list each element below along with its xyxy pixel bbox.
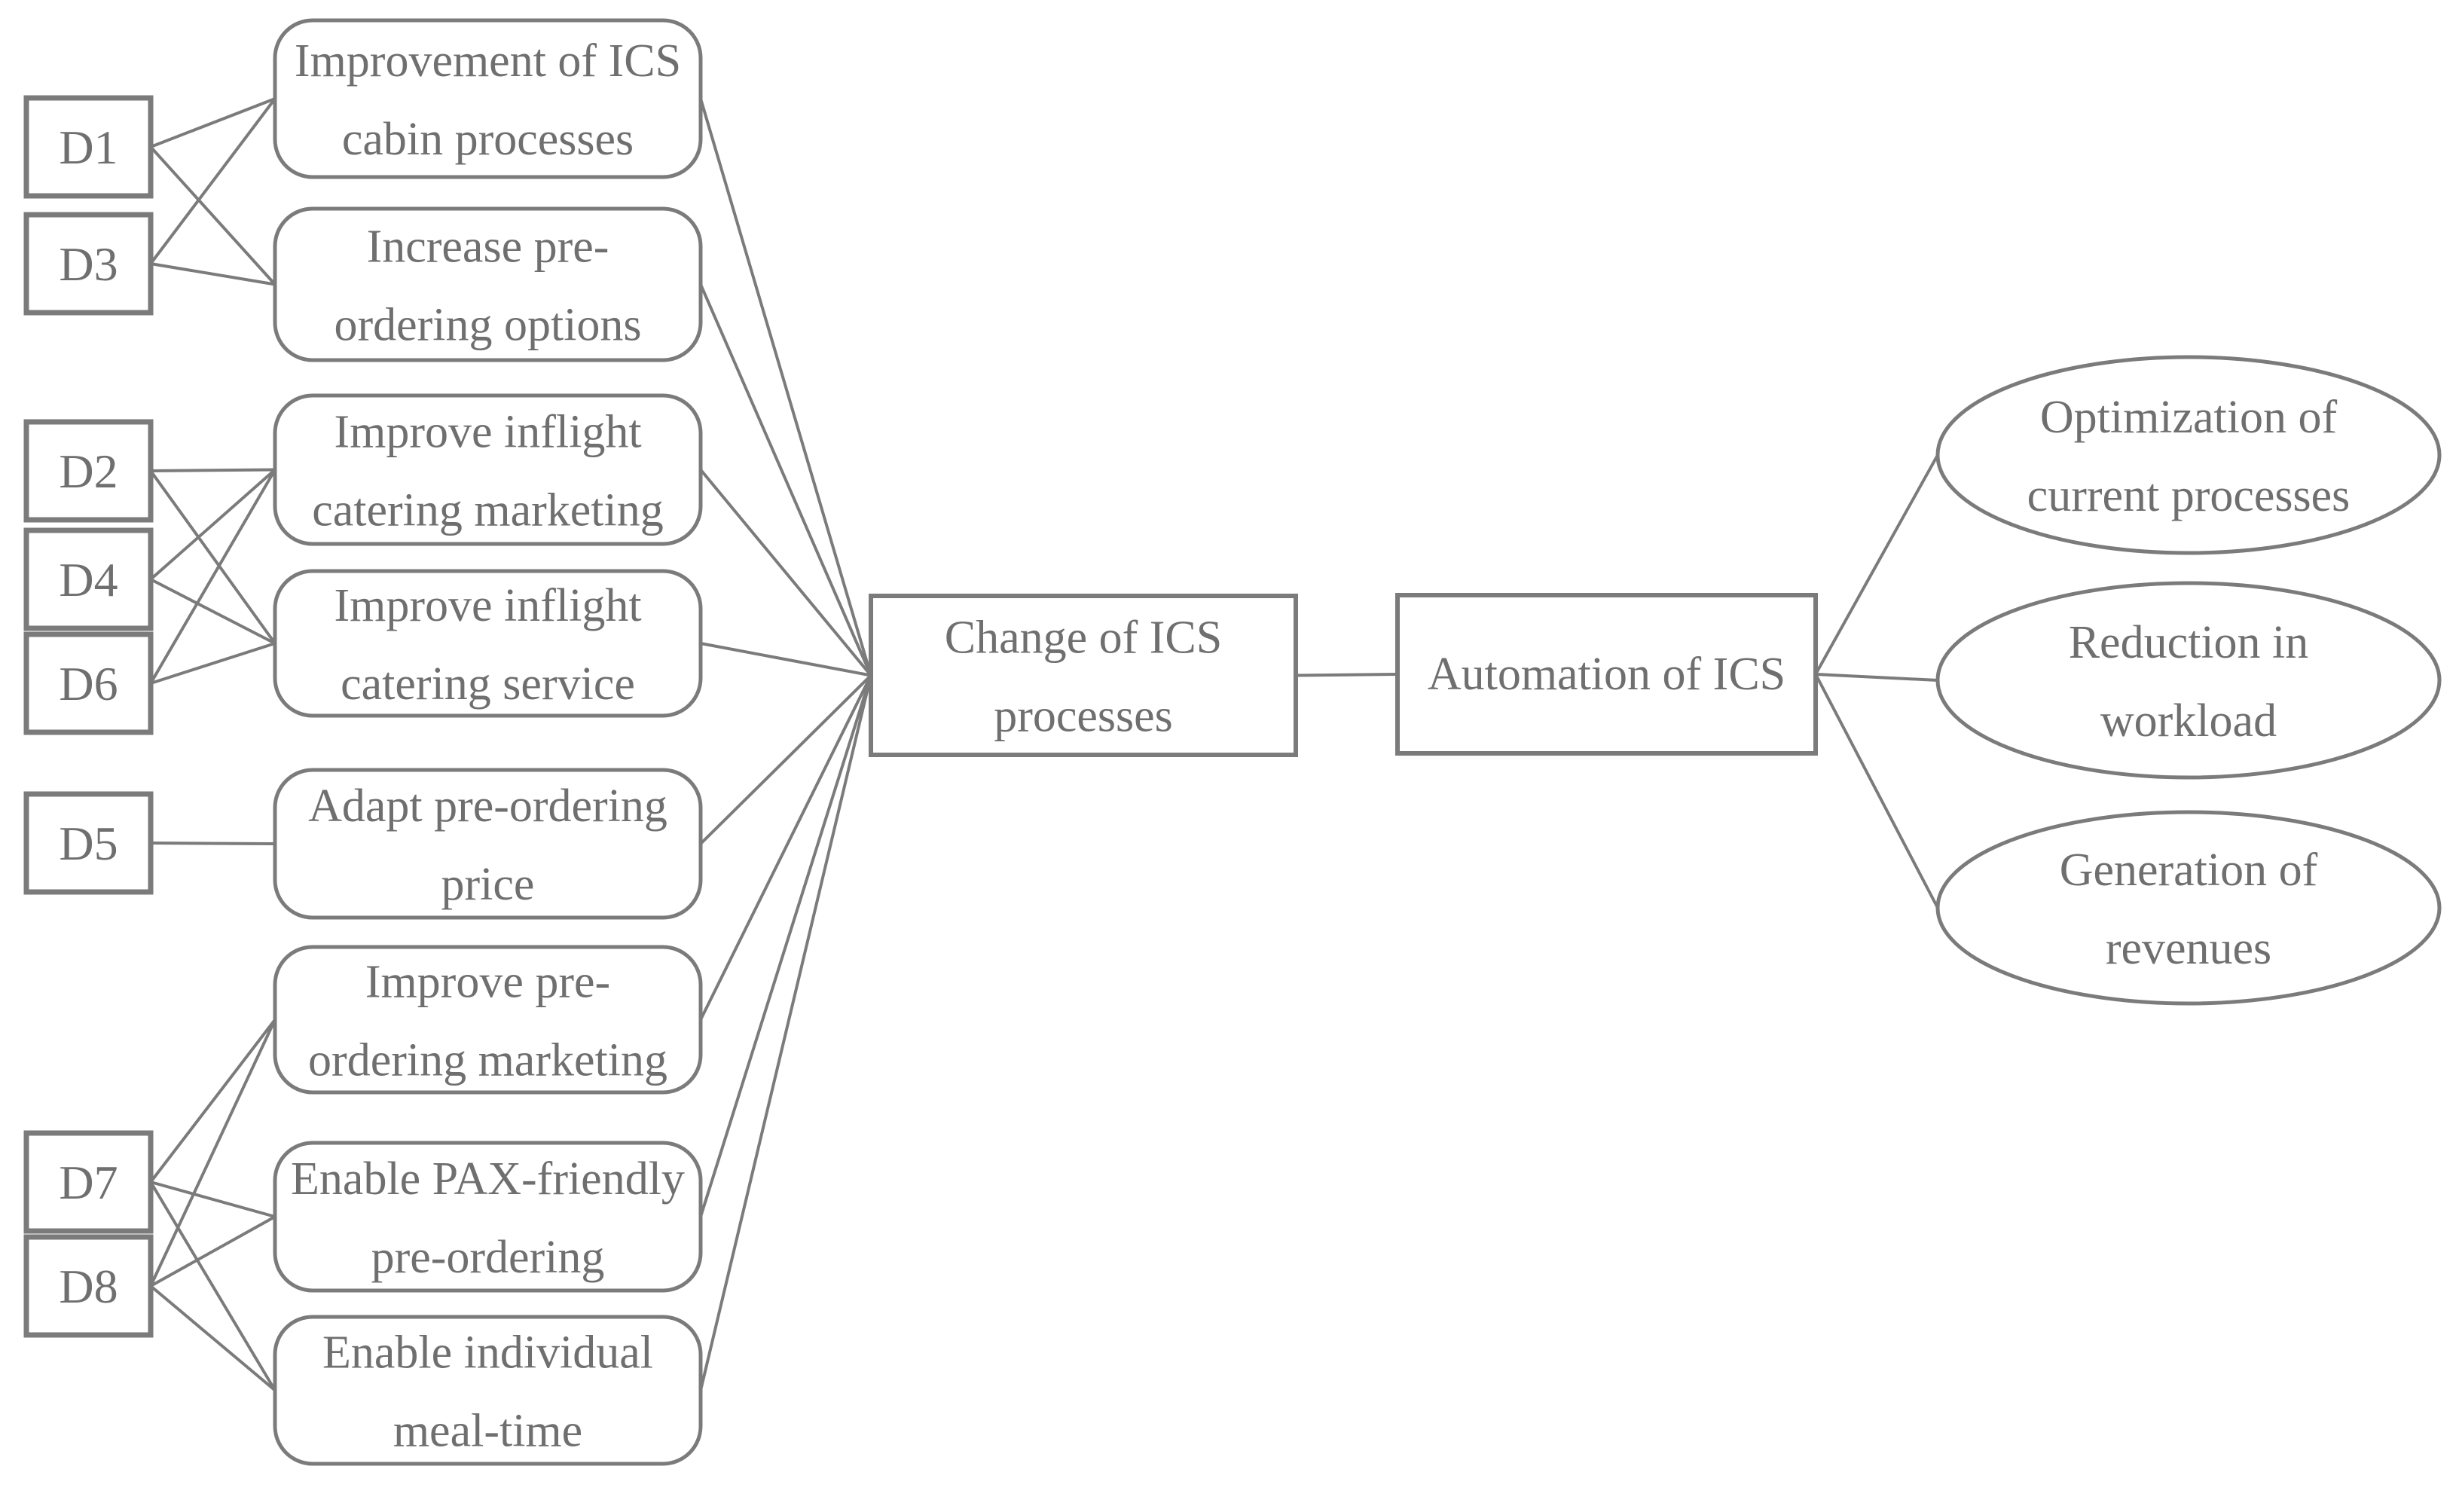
- node-D1-label: D1: [59, 121, 118, 174]
- node-D1-shape: [23, 95, 154, 199]
- edge-B1-CH: [699, 97, 872, 677]
- node-D8-label: D8: [59, 1260, 118, 1313]
- edge-B5-CH: [699, 674, 872, 845]
- edge-D8-B6: [149, 1018, 276, 1287]
- edge-D1-B1: [149, 97, 276, 148]
- edge-D4-B3: [149, 468, 276, 581]
- node-B4-shape: [273, 569, 703, 718]
- edge-D6-B3: [149, 468, 276, 685]
- node-D3-label: D3: [59, 237, 118, 291]
- node-D1: D1: [23, 95, 154, 199]
- edge-D2-B3: [149, 468, 276, 472]
- edge-B2-CH: [699, 283, 872, 677]
- node-AU: Automation of ICS: [1395, 593, 1818, 756]
- node-D2-shape: [23, 419, 154, 523]
- node-D5-shape: [23, 791, 154, 895]
- node-D4: D4: [23, 527, 154, 631]
- node-D6: D6: [23, 631, 154, 735]
- edge-D1-B2: [149, 145, 276, 286]
- edge-D2-B4: [149, 469, 276, 645]
- node-B6-shape: [273, 945, 703, 1095]
- node-B2-label: Increase pre-ordering options: [334, 221, 641, 351]
- node-B8-shape: [273, 1315, 703, 1466]
- node-B5-shape: [273, 768, 703, 920]
- node-D6-shape: [23, 631, 154, 735]
- edge-AU-E2: [1814, 673, 1939, 682]
- edge-D5-B5: [149, 842, 276, 845]
- node-B2: Increase pre-ordering options: [273, 206, 703, 362]
- node-D2-label: D2: [59, 444, 118, 498]
- node-CH-shape: [869, 594, 1298, 757]
- edge-D8-B7: [149, 1215, 276, 1287]
- edge-D7-B7: [149, 1181, 276, 1218]
- node-D8: D8: [23, 1234, 154, 1338]
- edge-D3-B1: [149, 97, 276, 265]
- node-D7-label: D7: [59, 1156, 118, 1209]
- node-B6: Improve pre-ordering marketing: [273, 945, 703, 1095]
- edge-D6-B4: [149, 642, 276, 685]
- edge-B6-CH: [699, 674, 872, 1022]
- node-B2-shape: [273, 206, 703, 362]
- node-D5: D5: [23, 791, 154, 895]
- node-E1-shape: [1935, 355, 2442, 555]
- node-B3-shape: [273, 393, 703, 546]
- node-D4-label: D4: [59, 553, 118, 606]
- edge-B7-CH: [699, 674, 872, 1218]
- node-D2: D2: [23, 419, 154, 523]
- node-D7-shape: [23, 1130, 154, 1234]
- edge-D4-B4: [149, 578, 276, 645]
- node-D8-shape: [23, 1234, 154, 1338]
- node-D3-shape: [23, 212, 154, 316]
- edge-AU-E1: [1814, 454, 1939, 676]
- node-B6-label: Improve pre-ordering marketing: [308, 957, 667, 1086]
- node-D3: D3: [23, 212, 154, 316]
- node-E3-shape: [1935, 810, 2442, 1006]
- node-D4-shape: [23, 527, 154, 631]
- node-B1-shape: [273, 18, 703, 179]
- edge-D3-B2: [149, 262, 276, 286]
- edge-B8-CH: [699, 674, 872, 1392]
- node-B7-shape: [273, 1141, 703, 1293]
- edge-CH-AU: [1294, 673, 1399, 677]
- node-E2-shape: [1935, 581, 2442, 780]
- node-AU-label: Automation of ICS: [1428, 649, 1785, 700]
- edge-D7-B8: [149, 1181, 276, 1392]
- edge-D8-B8: [149, 1284, 276, 1392]
- edge-B4-CH: [699, 642, 872, 677]
- edge-B3-CH: [699, 468, 872, 677]
- node-D6-label: D6: [59, 657, 118, 710]
- node-D5-label: D5: [59, 817, 118, 870]
- node-AU-shape: [1395, 593, 1818, 756]
- edge-AU-E3: [1814, 673, 1939, 909]
- node-D7: D7: [23, 1130, 154, 1234]
- edge-D7-B6: [149, 1018, 276, 1184]
